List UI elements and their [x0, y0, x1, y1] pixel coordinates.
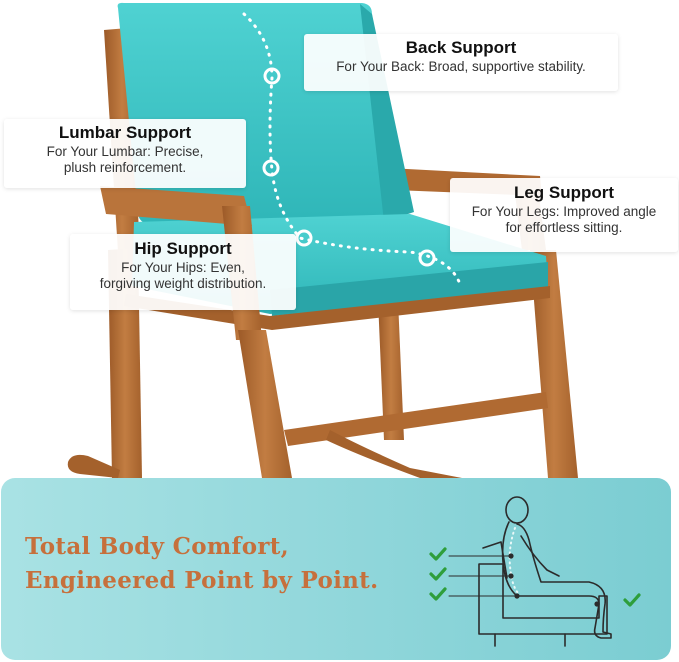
check-icon: [429, 547, 641, 607]
seated-figure-icon: [429, 496, 641, 647]
callout-hip-support: Hip Support For Your Hips: Even, forgivi…: [70, 234, 296, 310]
callout-leg-support: Leg Support For Your Legs: Improved angl…: [450, 178, 678, 252]
callout-title: Hip Support: [134, 239, 232, 258]
callout-desc-line1: For Your Lumbar: Precise,: [46, 144, 204, 159]
callout-desc-line1: For Your Legs: Improved angle: [471, 204, 657, 219]
callout-desc-line2: plush reinforcement.: [63, 160, 187, 175]
callout-desc-line1: For Your Hips: Even,: [121, 260, 245, 275]
comfort-banner: Total Body Comfort, Engineered Point by …: [1, 478, 671, 660]
callout-desc-line2: for effortless sitting.: [505, 220, 623, 235]
callout-lumbar-support: Lumbar Support For Your Lumbar: Precise,…: [4, 119, 246, 188]
callout-title: Leg Support: [513, 183, 615, 202]
headline-line-2: Engineered Point by Point.: [25, 567, 379, 594]
callout-back-support: Back Support For Your Back: Broad, suppo…: [304, 34, 618, 91]
callout-title: Back Support: [405, 38, 517, 57]
callout-desc: For Your Back: Broad, supportive stabili…: [336, 59, 586, 74]
headline-line-1: Total Body Comfort,: [25, 533, 289, 560]
banner-headline: Total Body Comfort, Engineered Point by …: [25, 530, 425, 598]
callout-title: Lumbar Support: [58, 123, 192, 142]
callout-desc-line2: forgiving weight distribution.: [99, 276, 267, 291]
